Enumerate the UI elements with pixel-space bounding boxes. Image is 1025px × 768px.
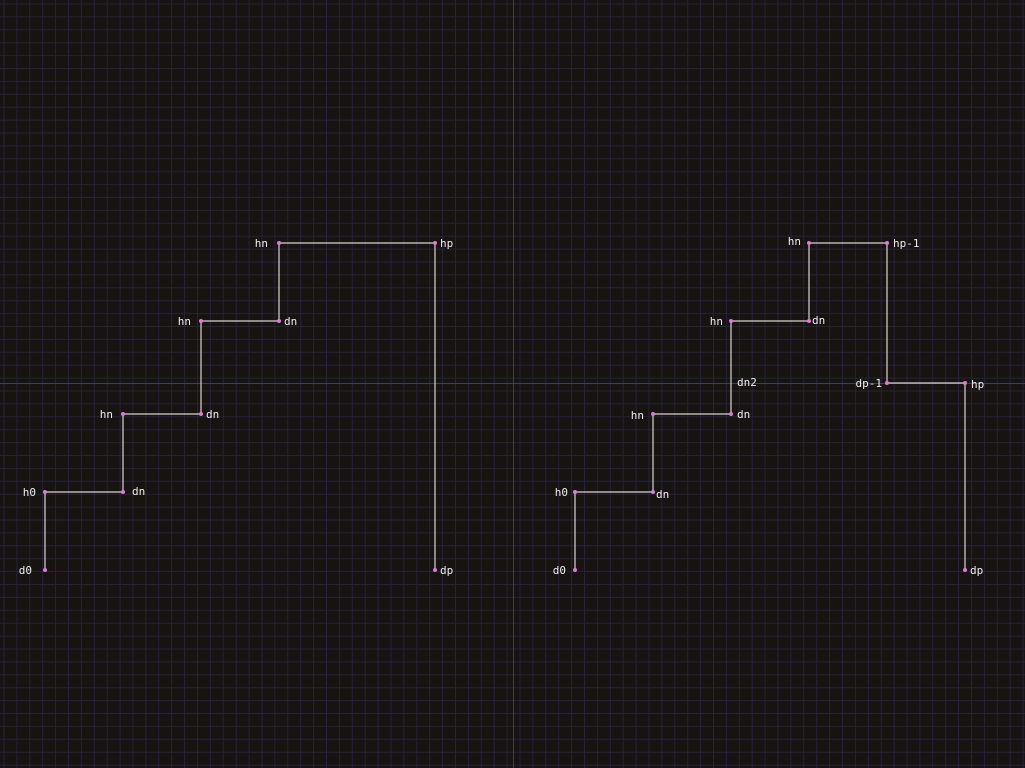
node-d0-label: d0 bbox=[553, 564, 566, 577]
node-dn3-dot bbox=[807, 319, 811, 323]
node-hn1-label: hn bbox=[100, 408, 113, 421]
node-dn3-label: dn bbox=[812, 314, 825, 327]
node-dn2-label: dn bbox=[737, 408, 750, 421]
node-hn3-dot bbox=[807, 241, 811, 245]
node-hn1-label: hn bbox=[631, 409, 644, 422]
node-hn1-dot bbox=[121, 412, 125, 416]
node-dn2-dot bbox=[199, 412, 203, 416]
node-dp-dot bbox=[433, 568, 437, 572]
node-hn3-label: hn bbox=[255, 237, 268, 250]
node-dp-label: dp bbox=[970, 564, 983, 577]
node-d0-dot bbox=[43, 568, 47, 572]
node-dn1-dot bbox=[121, 490, 125, 494]
node-h0-dot bbox=[573, 490, 577, 494]
node-hn3-dot bbox=[277, 241, 281, 245]
node-hp-dot bbox=[963, 381, 967, 385]
node-dn2-dot bbox=[729, 412, 733, 416]
node-dn1-dot bbox=[651, 490, 655, 494]
node-dn3-label: dn bbox=[284, 315, 297, 328]
node-hp-label: hp bbox=[440, 237, 453, 250]
diagrams: d0 h0 dn hn dn hn dn hn hp dp d0 h0 dn hn dn dn2 hn dn hn h… bbox=[19, 235, 985, 577]
node-h0-label: h0 bbox=[23, 486, 36, 499]
node-hpm1-label: hp-1 bbox=[893, 237, 920, 250]
left-staircase-path bbox=[44, 242, 436, 570]
node-hn2-label: hn bbox=[710, 315, 723, 328]
node-hn2-dot bbox=[199, 319, 203, 323]
left-staircase: d0 h0 dn hn dn hn dn hn hp dp bbox=[19, 237, 454, 577]
node-dn2b-label: dn2 bbox=[737, 376, 757, 389]
node-dn2-label: dn bbox=[206, 408, 219, 421]
node-dp-label: dp bbox=[440, 564, 453, 577]
node-dpm1-label: dp-1 bbox=[856, 377, 883, 390]
node-dn1-label: dn bbox=[656, 488, 669, 501]
node-hn3-label: hn bbox=[788, 235, 801, 248]
node-hpm1-dot bbox=[885, 241, 889, 245]
node-d0-dot bbox=[573, 568, 577, 572]
node-d0-label: d0 bbox=[19, 564, 32, 577]
node-hn1-dot bbox=[651, 412, 655, 416]
node-hn2-dot bbox=[729, 319, 733, 323]
node-hp-label: hp bbox=[971, 378, 984, 391]
node-hn2-label: hn bbox=[178, 315, 191, 328]
node-dn1-label: dn bbox=[132, 485, 145, 498]
right-staircase: d0 h0 dn hn dn dn2 hn dn hn hp-1 dp-1 hp dp bbox=[553, 235, 985, 577]
node-dpm1-dot bbox=[885, 381, 889, 385]
node-dn3-dot bbox=[277, 319, 281, 323]
node-h0-label: h0 bbox=[555, 486, 568, 499]
node-hp-dot bbox=[433, 241, 437, 245]
node-h0-dot bbox=[43, 490, 47, 494]
node-dp-dot bbox=[963, 568, 967, 572]
